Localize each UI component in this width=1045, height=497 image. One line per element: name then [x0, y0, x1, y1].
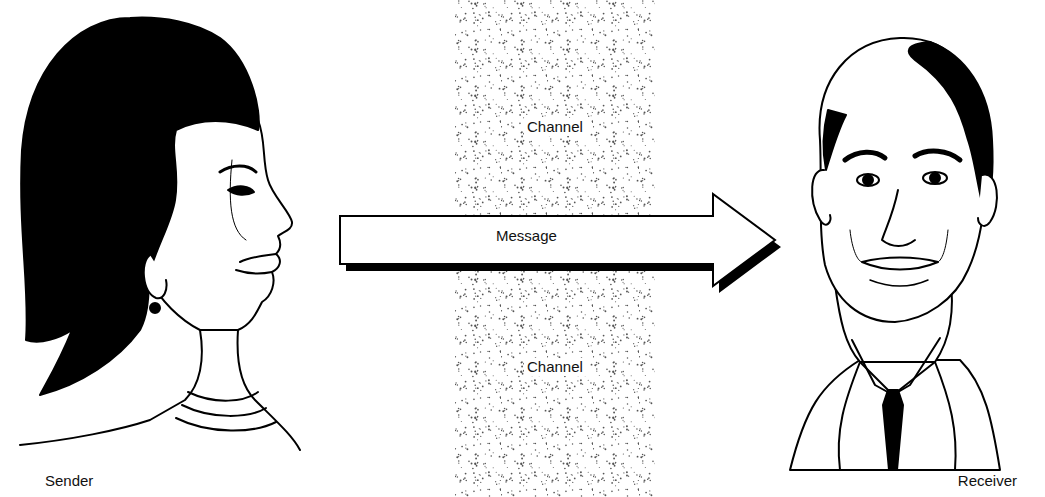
- receiver-figure: [790, 38, 1000, 470]
- figure-caption: Sender: [45, 472, 93, 490]
- figure-caption: Receiver: [958, 472, 1017, 490]
- channel-label: Channel: [524, 118, 586, 136]
- edge-label: Message: [492, 227, 561, 245]
- channel-band: ChannelChannel: [455, 0, 655, 497]
- sender-figure: [20, 18, 300, 450]
- receiver-label-box: Receiver: [775, 8, 1037, 494]
- stipple-fill: [455, 0, 655, 497]
- channel-label: Channel: [524, 358, 586, 376]
- sender-label-box: Sender: [10, 8, 340, 494]
